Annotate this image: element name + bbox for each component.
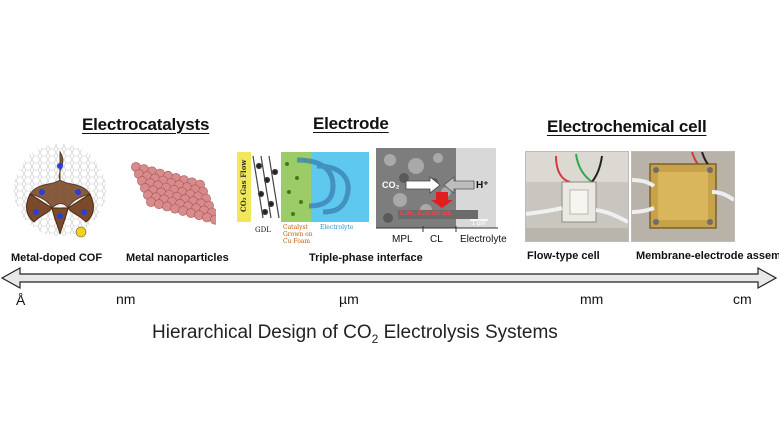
figure-title: Hierarchical Design of CO2 Electrolysis … [152,322,558,346]
heading-electrochemical-cell: Electrochemical cell [547,117,707,136]
title-subscript: 2 [371,331,379,346]
length-scale-arrow [0,266,778,290]
title-suffix: Electrolysis Systems [378,322,558,343]
nanoparticle [210,214,216,225]
electrolyte-label: Electrolyte [460,234,507,245]
products-label: C₂H₄, C₂H₅OH etc. [400,211,453,217]
tick-nm: nm [116,291,136,307]
flow-cell-photo [525,151,629,242]
scale-bar-label: 1 µm [472,221,486,227]
heading-electrocatalysts: Electrocatalysts [82,115,210,134]
co2-label: CO₂ [382,180,400,190]
heading-electrode: Electrode [313,114,389,133]
cl-label: CL [430,234,443,245]
triple-phase-label: Triple-phase interface [309,252,423,264]
product-arrow-icon [431,192,453,208]
gas-flow-label: CO₂ Gas Flow [239,159,248,212]
tick-cm: cm [733,291,752,307]
proton-arrow-icon [443,176,475,194]
cof-illustration [14,144,106,238]
tick-um: µm [339,291,359,307]
flow-cell-label: Flow-type cell [527,250,600,262]
nanoparticle-illustration [131,162,216,225]
catalyst-label: Catalyst Grown on Cu Foam [283,224,313,245]
h-plus-label: H⁺ [476,180,489,191]
cof-label: Metal-doped COF [11,252,103,264]
sem-image [376,148,498,232]
tick-mm: mm [580,291,604,307]
mea-photo [631,151,735,242]
title-prefix: Hierarchical Design of CO [152,322,372,343]
mea-label: Membrane-electrode assembly [636,250,779,262]
mpl-label: MPL [392,234,413,245]
tick-angstrom: Å [16,292,26,308]
gdl-label: GDL [255,226,271,234]
co2-arrow-icon [405,176,441,194]
electrolyte-side-label: Electrolyte [320,224,354,231]
triple-phase-schematic: CO₂ Gas Flow [237,152,369,222]
nanoparticles-label: Metal nanoparticles [126,252,229,264]
